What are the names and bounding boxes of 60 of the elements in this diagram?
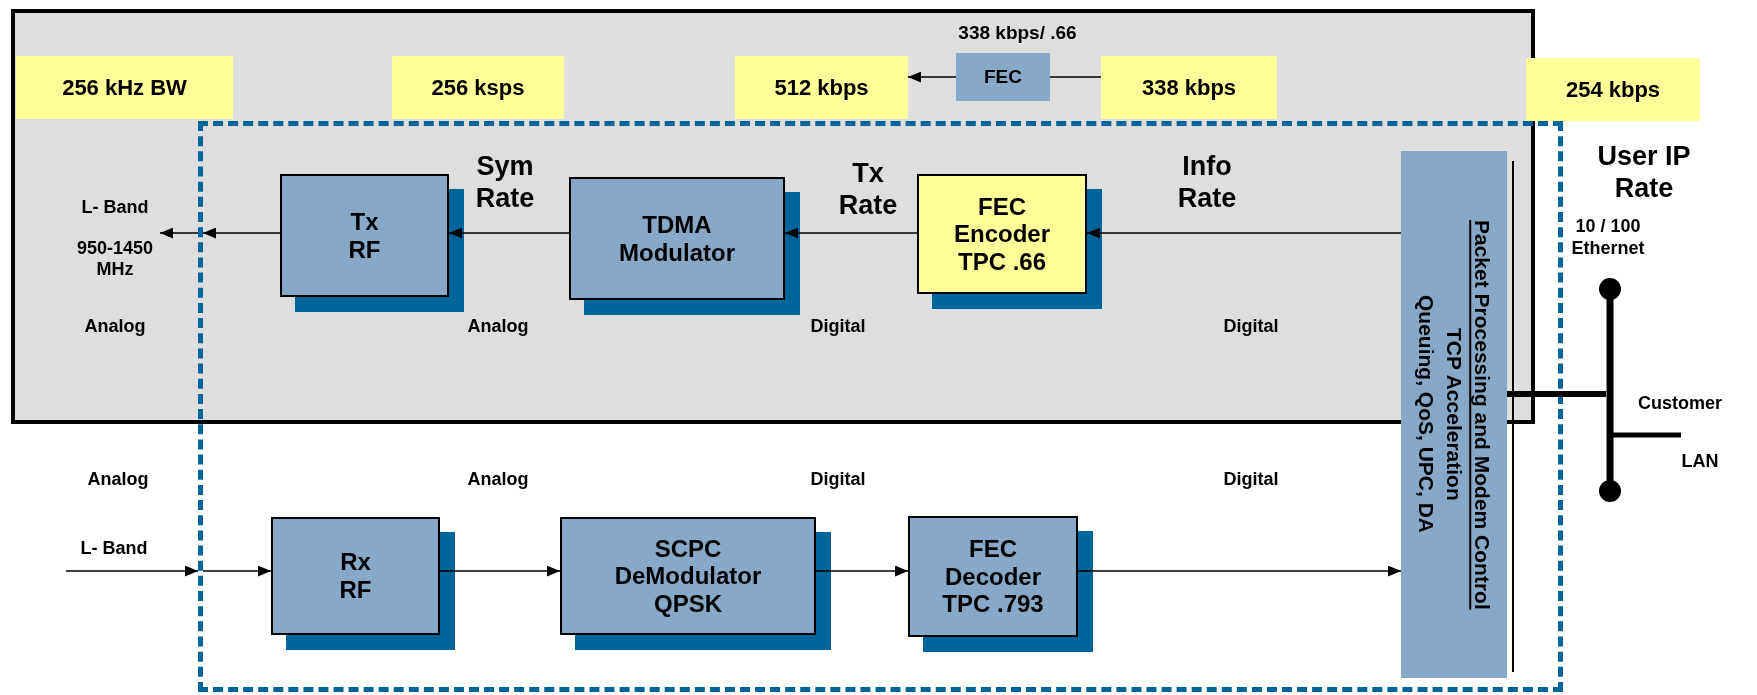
- block-label: SCPC DeModulator QPSK: [613, 534, 763, 618]
- signal-type-label: Analog: [83, 316, 147, 338]
- arrow: [202, 227, 281, 239]
- arrow: [202, 565, 272, 577]
- lan-label: Customer: [1637, 393, 1723, 415]
- signal-type-label: Digital: [809, 316, 867, 338]
- arrow: [448, 227, 570, 239]
- rate-tag: [1526, 58, 1700, 121]
- band-label: L- Band: [80, 197, 150, 219]
- band-label: 950-1450 MHz: [75, 237, 155, 281]
- arrow: [1077, 565, 1402, 577]
- block-label: Rx RF: [338, 548, 373, 604]
- interface-label: 10 / 100 Ethernet: [1570, 216, 1646, 260]
- rate-heading: Tx Rate: [837, 157, 899, 222]
- connector-line: [1507, 391, 1606, 397]
- rate-tag: [392, 56, 564, 119]
- signal-type-label: Digital: [1222, 316, 1280, 338]
- rate-value: 256 ksps: [431, 74, 525, 101]
- rate-note: 338 kbps/ .66: [957, 22, 1078, 45]
- process-block: [280, 174, 464, 312]
- rate-value: 256 kHz BW: [62, 74, 187, 101]
- rate-heading: Sym Rate: [474, 150, 536, 215]
- block-label: FEC: [984, 66, 1022, 88]
- fec-box: [956, 53, 1050, 101]
- arrow: [907, 71, 957, 83]
- arrow: [1086, 227, 1402, 239]
- block-heading: Packet Processing and Modem Control: [1470, 219, 1495, 610]
- band-label: L- Band: [79, 538, 149, 560]
- rate-tag: [735, 56, 908, 119]
- rate-value: 338 kbps: [1141, 74, 1237, 101]
- rate-tag: [1101, 56, 1277, 119]
- signal-type-label: Analog: [86, 469, 150, 491]
- signal-type-label: Analog: [466, 469, 530, 491]
- block-label: FEC Decoder TPC .793: [941, 535, 1045, 618]
- rate-tag: [16, 56, 233, 119]
- lan-label: LAN: [1680, 451, 1720, 473]
- encoder-block: [917, 174, 1102, 309]
- rate-value: 254 kbps: [1565, 76, 1661, 103]
- signal-type-label: Digital: [809, 469, 867, 491]
- arrow: [815, 565, 909, 577]
- signal-type-label: Analog: [466, 316, 530, 338]
- control-block: [1401, 151, 1515, 678]
- rate-value: 512 kbps: [774, 74, 869, 101]
- block-text: Queuing, QoS, UPC, DA: [1413, 295, 1438, 534]
- process-block: [908, 516, 1093, 652]
- arrow: [784, 227, 918, 239]
- process-block: [271, 517, 455, 650]
- process-block: [560, 517, 831, 650]
- process-block: [569, 177, 800, 315]
- arrow: [159, 227, 199, 239]
- signal-type-label: Digital: [1222, 469, 1280, 491]
- block-text: TCP Acceleration: [1442, 328, 1467, 501]
- rate-heading: User IP Rate: [1596, 140, 1692, 205]
- connector-line: [1049, 76, 1102, 78]
- block-label: Tx RF: [347, 207, 382, 264]
- arrow: [439, 565, 561, 577]
- block-label: TDMA Modulator: [618, 210, 736, 267]
- rate-heading: Info Rate: [1176, 150, 1238, 215]
- block-label: FEC Encoder TPC .66: [953, 192, 1051, 276]
- arrow: [65, 565, 199, 577]
